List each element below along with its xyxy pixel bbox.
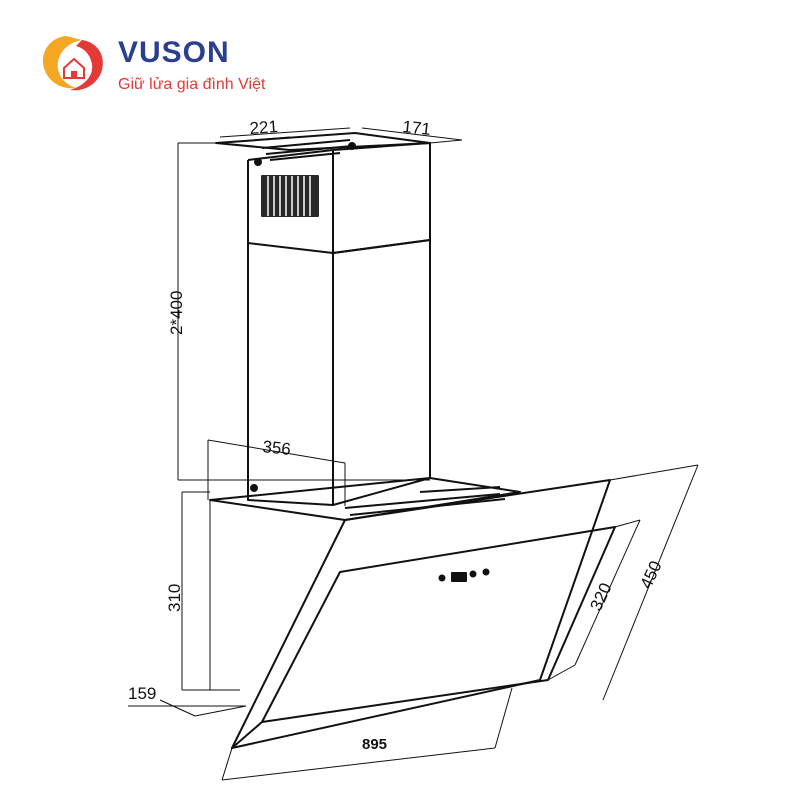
dim-body-height: 310 <box>165 584 184 612</box>
brand-name: VUSON <box>118 36 230 69</box>
hood-base-top <box>209 477 521 521</box>
logo-swoosh-red <box>70 40 103 91</box>
chimney-lower-side <box>332 239 431 506</box>
glass-panel-outer <box>231 479 611 749</box>
brand-logo: VUSON Giữ lửa gia đình Việt <box>36 28 296 108</box>
glass-panel-inner <box>261 526 616 723</box>
dim-chimney-width: 356 <box>262 437 292 459</box>
dim-chimney-height: 2*400 <box>167 291 186 335</box>
chimney-lower-front <box>247 243 334 506</box>
dim-top-width: 221 <box>249 117 279 138</box>
dim-hood-width: 895 <box>362 736 387 753</box>
dim-glass-outer: 450 <box>636 558 665 592</box>
chimney-screw <box>250 484 258 492</box>
brand-slogan: Giữ lửa gia đình Việt <box>118 76 266 93</box>
vuson-logo-icon <box>42 36 103 91</box>
vent-grille <box>261 175 319 217</box>
logo-house <box>63 57 85 79</box>
button-2 <box>451 572 467 582</box>
dim-top-depth: 171 <box>402 117 432 139</box>
chimney-upper-side <box>332 142 431 254</box>
control-buttons <box>438 568 490 582</box>
button-3 <box>469 570 477 578</box>
button-1 <box>438 574 446 582</box>
dim-bottom-depth: 159 <box>128 684 156 703</box>
base-lines <box>344 486 506 516</box>
vent-rods <box>254 139 356 166</box>
logo-swoosh-orange <box>42 36 82 89</box>
button-4 <box>482 568 490 576</box>
chimney-upper-front <box>247 150 334 254</box>
